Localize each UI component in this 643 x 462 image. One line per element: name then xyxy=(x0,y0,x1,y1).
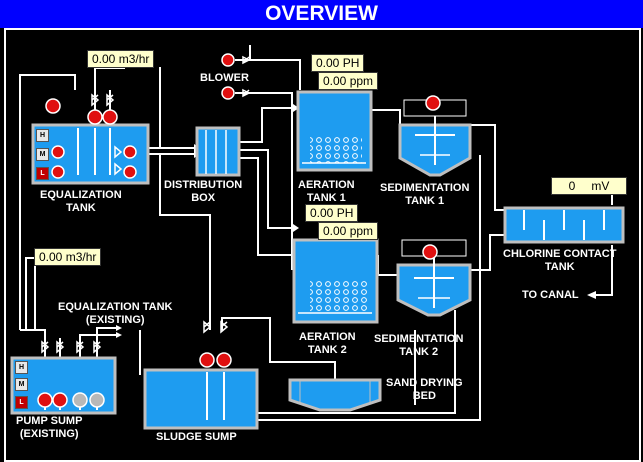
pump-icon xyxy=(123,165,137,179)
sludge-sump-label: SLUDGE SUMP xyxy=(156,431,237,443)
aeration2-ph-readout: 0.00 PH xyxy=(305,204,359,222)
diagram-frame xyxy=(4,28,641,462)
pump-icon xyxy=(72,392,88,408)
pump-icon xyxy=(37,392,53,408)
level-high-indicator: H xyxy=(36,129,49,142)
blower-label: BLOWER xyxy=(200,72,249,84)
pump-icon xyxy=(52,392,68,408)
aeration-tank-1[interactable] xyxy=(296,90,373,172)
do-unit: ppm xyxy=(349,74,374,88)
pump-icon xyxy=(216,352,232,368)
tank-mixers xyxy=(44,128,225,420)
flow-value: 0.00 xyxy=(39,250,63,264)
do-unit: ppm xyxy=(349,224,374,238)
level-low-indicator: L xyxy=(36,167,49,180)
pump-icon xyxy=(123,145,137,159)
pump-icon xyxy=(199,352,215,368)
distribution-box-label: DISTRIBUTION BOX xyxy=(164,179,243,204)
level-medium-indicator: M xyxy=(36,148,49,161)
aeration1-do-readout: 0.00 ppm xyxy=(318,72,379,90)
chlorine-contact-tank[interactable] xyxy=(503,206,625,244)
valves[interactable] xyxy=(41,55,251,354)
blower-icon xyxy=(221,86,235,100)
mv-unit: mV xyxy=(591,179,610,193)
aeration1-ph-readout: 0.00 PH xyxy=(311,54,365,72)
level-low-indicator: L xyxy=(15,396,28,409)
pump-icon xyxy=(51,145,65,159)
equalization-flow-readout: 0.00 m3/hr xyxy=(87,50,155,68)
pump-sump-label: PUMP SUMP (EXISTING) xyxy=(16,415,83,440)
chlorine-contact-tank-label: CHLORINE CONTACT TANK xyxy=(503,248,617,273)
pumps[interactable] xyxy=(37,53,441,408)
flow-unit: m3/hr xyxy=(118,52,150,66)
ph-value: 0.00 xyxy=(316,56,340,70)
sand-drying-bed-label: SAND DRYING BED xyxy=(386,377,463,402)
aeration2-do-readout: 0.00 ppm xyxy=(318,222,379,240)
distribution-box[interactable] xyxy=(195,126,241,177)
flow-value: 0.00 xyxy=(92,52,116,66)
level-medium-indicator: M xyxy=(15,378,28,391)
aeration-tank-2[interactable] xyxy=(292,238,379,324)
sand-drying-bed[interactable] xyxy=(288,378,382,412)
do-value: 0.00 xyxy=(323,74,347,88)
do-value: 0.00 xyxy=(323,224,347,238)
pump-icon xyxy=(45,98,61,114)
aeration-tank-1-label: AERATION TANK 1 xyxy=(298,179,355,204)
pump-flow-readout: 0.00 m3/hr xyxy=(34,248,102,266)
aeration-tank-2-label: AERATION TANK 2 xyxy=(299,331,356,356)
sedimentation-tank-1[interactable] xyxy=(398,99,472,177)
pump-icon xyxy=(89,392,105,408)
scraper-motor-icon xyxy=(422,244,438,260)
flow-unit: m3/hr xyxy=(65,250,97,264)
chlorine-mv-readout: 0 mV xyxy=(551,177,627,195)
level-high-indicator: H xyxy=(15,361,28,374)
sedimentation-tank-1-label: SEDIMENTATION TANK 1 xyxy=(380,182,470,207)
page-title: OVERVIEW xyxy=(0,0,643,28)
mv-value: 0 xyxy=(568,179,576,193)
ph-value: 0.00 xyxy=(310,206,334,220)
equalization-existing-label: EQUALIZATION TANK (EXISTING) xyxy=(58,301,173,326)
sedimentation-tank-2[interactable] xyxy=(396,239,472,317)
ph-unit: PH xyxy=(342,56,360,70)
sedimentation-tank-2-label: SEDIMENTATION TANK 2 xyxy=(374,333,464,358)
sludge-sump[interactable] xyxy=(143,368,259,430)
pump-icon xyxy=(87,109,103,125)
scraper-motor-icon xyxy=(425,95,441,111)
equalization-tank-label: EQUALIZATION TANK xyxy=(40,189,122,214)
to-canal-label: TO CANAL xyxy=(522,289,579,301)
pump-icon xyxy=(102,109,118,125)
ph-unit: PH xyxy=(336,206,354,220)
pump-icon xyxy=(51,165,65,179)
blower-icon xyxy=(221,53,235,67)
